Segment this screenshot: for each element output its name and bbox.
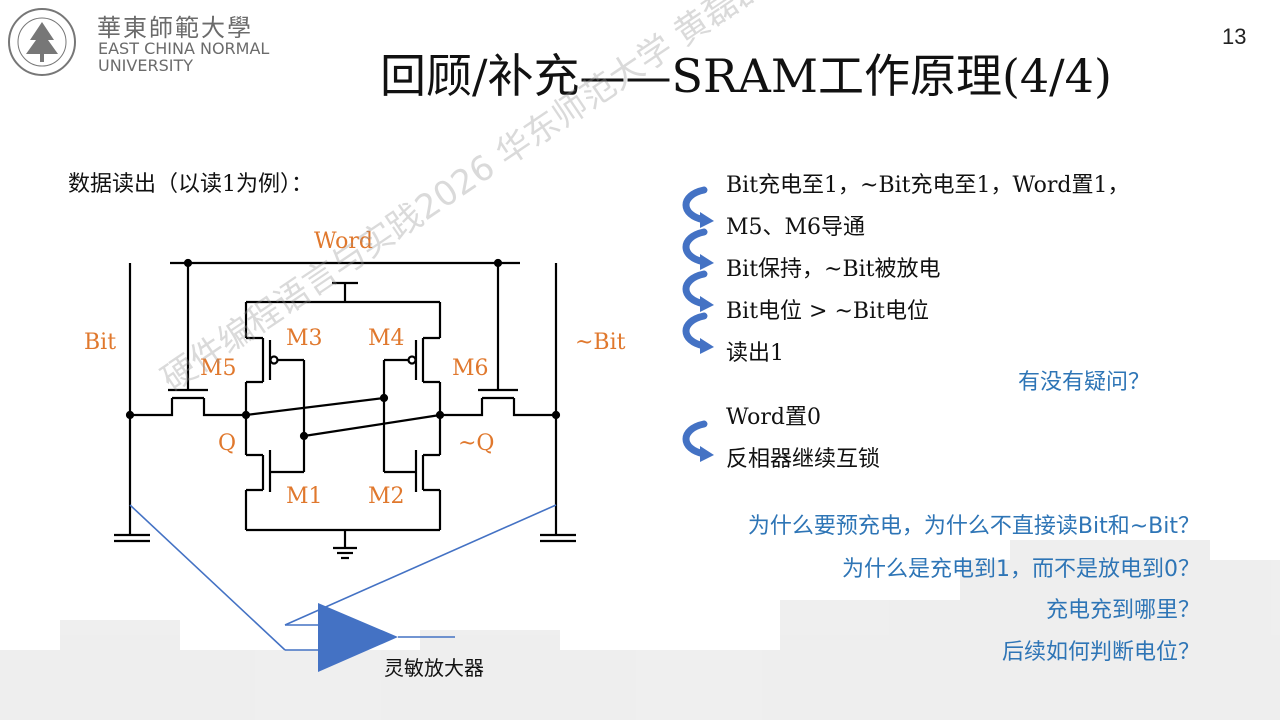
arrow-heads [700,212,714,462]
step-2: M5、M6导通 [726,215,866,240]
bit-label: Bit [84,330,117,355]
step-arrows [682,186,708,458]
curved-arrow-icon [682,228,708,266]
sense-amplifier-label: 灵敏放大器 [384,656,484,680]
curved-arrow-icon [682,186,708,224]
curved-arrow-icon [682,270,708,308]
question-4: 后续如何判断电位？ [1001,640,1200,665]
step-5: 读出1 [726,341,784,366]
m3-label: M3 [286,326,323,351]
q-label: Q [218,431,237,456]
step-6: Word置0 [726,405,821,430]
campus-background-image [0,540,1280,720]
university-name-line2: UNIVERSITY [98,56,193,75]
nbit-label: ~Bit [575,330,626,355]
curved-arrow-icon [682,420,708,458]
step-7: 反相器继续互锁 [726,447,881,472]
word-label: Word [314,229,373,254]
step-3: Bit保持，~Bit被放电 [726,257,941,282]
m2-label: M2 [368,484,405,509]
university-name-english: EAST CHINA NORMAL UNIVERSITY [98,40,269,74]
intro-text: 数据读出（以读1为例）： [68,172,313,197]
m4-label: M4 [368,326,405,351]
question-3: 充电充到哪里？ [1045,598,1200,623]
university-logo-emblem [8,8,76,76]
question-2: 为什么是充电到1，而不是放电到0？ [842,557,1200,582]
m5-label: M5 [200,356,237,381]
step-4: Bit电位 > ~Bit电位 [726,299,929,324]
slide-title: 回顾/补充——SRAM工作原理(4/4) [380,49,1112,103]
question-1: 为什么要预充电，为什么不直接读Bit和~Bit？ [747,514,1200,539]
m6-label: M6 [452,356,489,381]
page-number: 13 [1222,24,1247,49]
university-name-line1: EAST CHINA NORMAL [98,39,270,58]
step-1: Bit充电至1，~Bit充电至1，Word置1， [726,173,1130,198]
sram-circuit [114,258,576,560]
university-name-chinese: 華東師範大學 [97,14,253,42]
curved-arrow-icon [682,312,708,350]
nq-label: ~Q [458,431,495,456]
sense-amplifier [129,504,557,672]
question-any: 有没有疑问？ [1018,370,1151,395]
m1-label: M1 [286,484,323,509]
